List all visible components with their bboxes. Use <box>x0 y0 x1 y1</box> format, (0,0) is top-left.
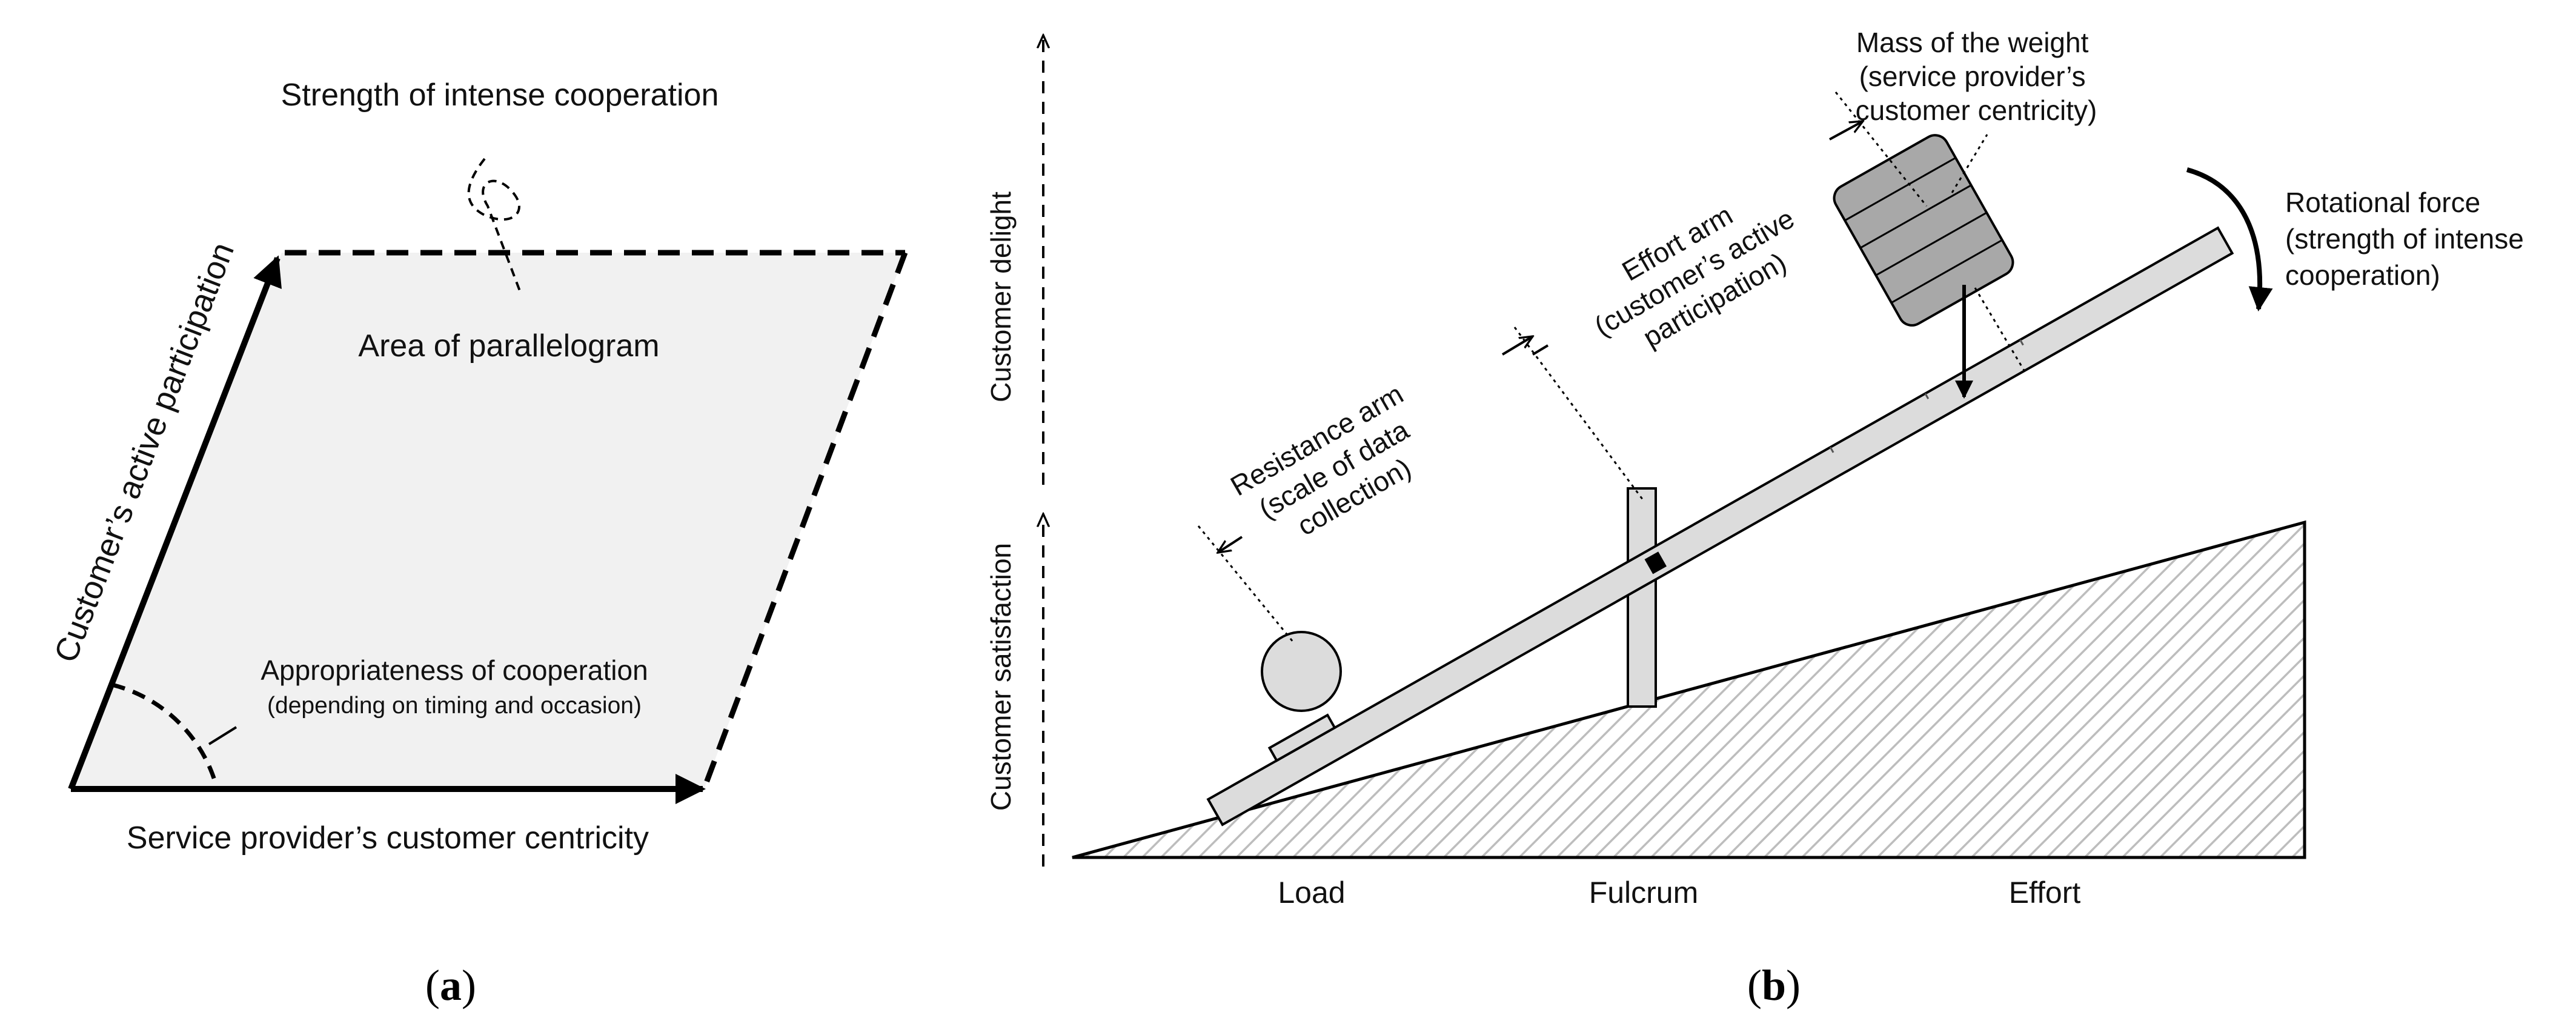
beam-tick-3 <box>2019 339 2024 346</box>
panel-a: Strength of intense cooperation Area of … <box>47 78 908 1010</box>
right-side-dashed <box>701 251 908 790</box>
strength-label: Strength of intense cooperation <box>281 78 719 113</box>
effort-arm-arrow-right <box>1532 344 1549 356</box>
left-side-vector <box>68 255 282 790</box>
panel-b: Customer delight Customer satisfaction <box>985 27 2532 1010</box>
parallelogram-area <box>71 253 905 789</box>
lever-beam <box>1206 226 2234 827</box>
fulcrum-pivot <box>1644 551 1667 574</box>
angle-label: Appropriateness of cooperation <box>261 654 648 686</box>
angle-sublabel: (depending on timing and occasion) <box>267 693 642 719</box>
effort-dim-line <box>1834 92 1928 207</box>
strength-squiggle <box>467 158 521 291</box>
angle-arc <box>111 682 217 783</box>
angle-label-leader <box>208 726 237 745</box>
bottom-label-effort: Effort <box>2009 876 2081 910</box>
resistance-arm-label: Resistance arm (scale of data collection… <box>1225 374 1449 561</box>
bottom-label-fulcrum: Fulcrum <box>1589 876 1699 910</box>
load-ball <box>1261 631 1342 712</box>
effort-arm-arrow-left <box>1501 336 1533 356</box>
rotational-force-label: Rotational force (strength of intense co… <box>2285 187 2532 291</box>
weight-label: Mass of the weight (service provider’s c… <box>1856 27 2097 126</box>
beam-tick-2 <box>1924 393 1930 399</box>
axis-label-satisfaction: Customer satisfaction <box>985 543 1017 811</box>
rotational-force-arrow <box>2186 167 2273 311</box>
incline-ramp <box>1072 520 2306 859</box>
load-base-plate <box>1267 713 1336 762</box>
resistance-arm-arrow <box>1218 536 1243 553</box>
fulcrum-post <box>1627 487 1657 708</box>
effort-arm-top-arrow <box>1829 121 1863 141</box>
weight-stack <box>1833 134 2014 327</box>
resistance-dim-line <box>1197 525 1295 643</box>
effort-arm-label: Effort arm (customer’s active participat… <box>1572 169 1824 371</box>
axis-label-delight: Customer delight <box>985 191 1017 402</box>
beam-tick-1 <box>1829 447 1834 453</box>
caption-b: (b) <box>1747 961 1801 1010</box>
bottom-label-load: Load <box>1278 876 1345 910</box>
caption-a: (a) <box>425 961 476 1010</box>
effort-end-dotted <box>1974 287 2028 375</box>
area-label: Area of parallelogram <box>358 328 659 364</box>
bottom-side-label: Service provider’s customer centricity <box>127 820 649 856</box>
